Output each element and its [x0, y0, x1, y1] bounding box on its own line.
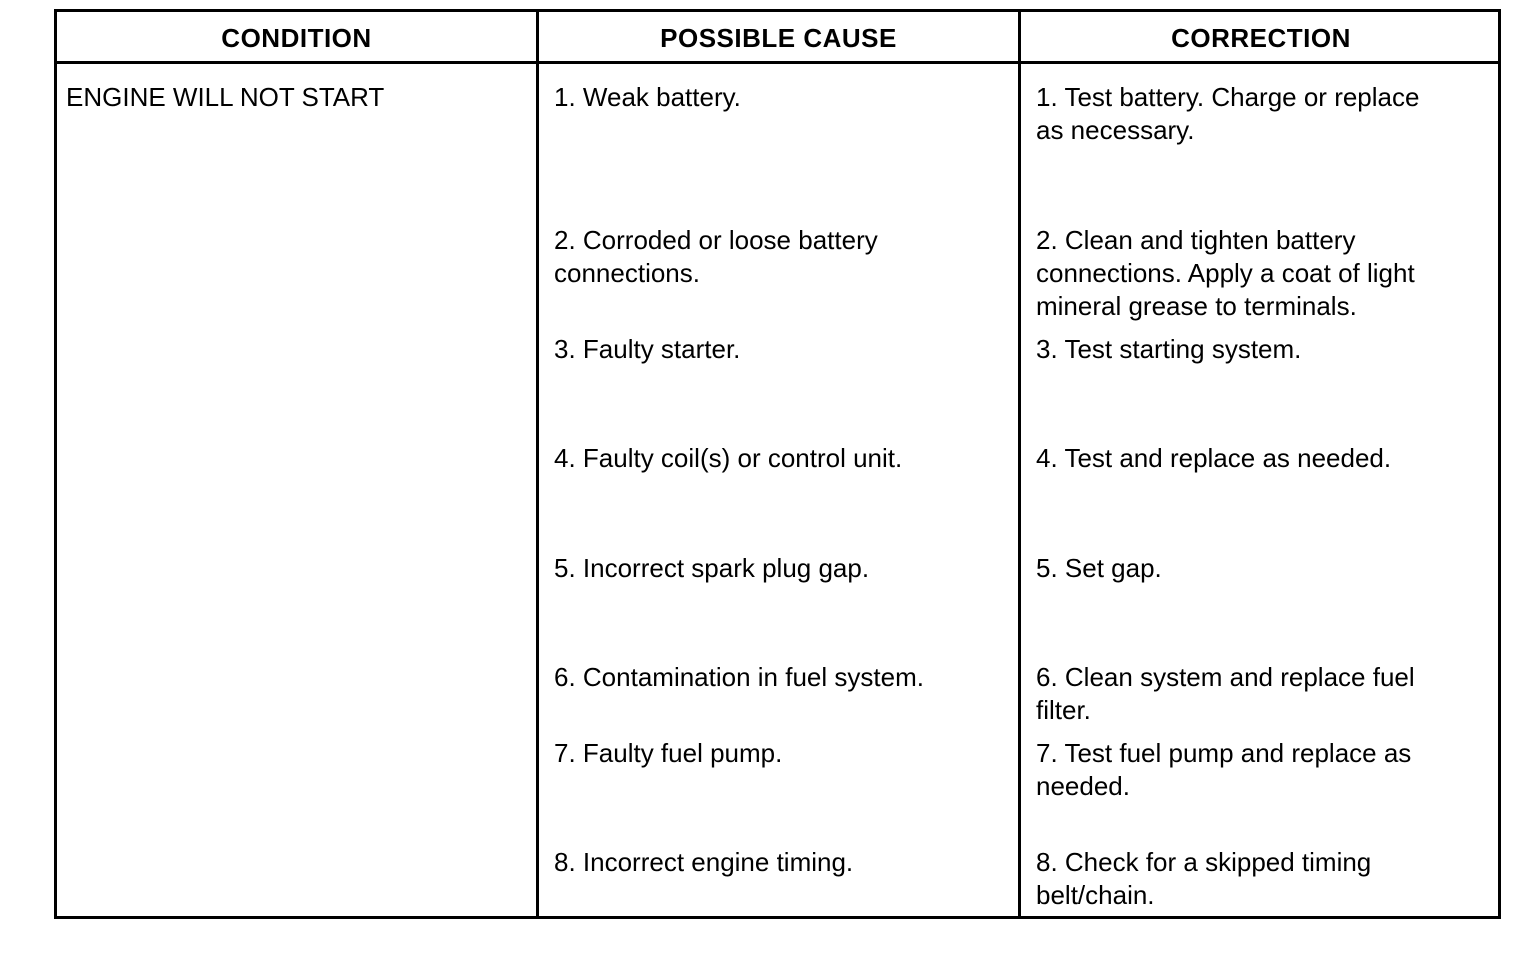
correction-5: 5. Set gap.	[1036, 553, 1162, 583]
header-correction: CORRECTION	[1171, 23, 1351, 53]
correction-1: 1. Test battery. Charge or replace as ne…	[1036, 82, 1420, 145]
cause-6: 6. Contamination in fuel system.	[554, 662, 924, 692]
column-divider	[536, 12, 539, 916]
condition-text: ENGINE WILL NOT START	[66, 82, 385, 112]
correction-3: 3. Test starting system.	[1036, 334, 1302, 364]
diagnosis-table: CONDITION POSSIBLE CAUSE CORRECTION ENGI…	[54, 9, 1501, 919]
correction-8: 8. Check for a skipped timing belt/chain…	[1036, 847, 1372, 910]
header-divider	[57, 61, 1498, 64]
cause-8: 8. Incorrect engine timing.	[554, 847, 854, 877]
correction-7: 7. Test fuel pump and replace as needed.	[1036, 738, 1412, 801]
cause-5: 5. Incorrect spark plug gap.	[554, 553, 870, 583]
cause-2: 2. Corroded or loose battery connections…	[554, 225, 878, 288]
correction-2: 2. Clean and tighten battery connections…	[1036, 225, 1415, 321]
correction-4: 4. Test and replace as needed.	[1036, 443, 1392, 473]
cause-7: 7. Faulty fuel pump.	[554, 738, 783, 768]
header-condition: CONDITION	[221, 23, 372, 53]
cause-4: 4. Faulty coil(s) or control unit.	[554, 443, 903, 473]
cause-1: 1. Weak battery.	[554, 82, 741, 112]
header-possible-cause: POSSIBLE CAUSE	[660, 23, 897, 53]
correction-6: 6. Clean system and replace fuel filter.	[1036, 662, 1415, 725]
cause-3: 3. Faulty starter.	[554, 334, 741, 364]
column-divider	[1018, 12, 1021, 916]
